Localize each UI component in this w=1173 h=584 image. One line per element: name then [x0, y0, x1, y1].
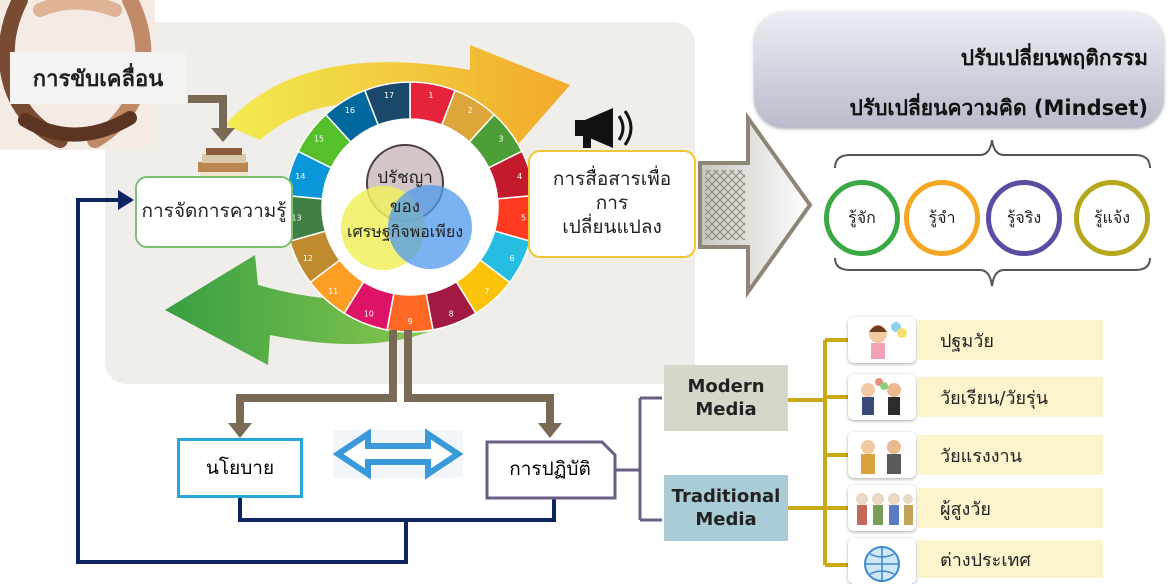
sdg-number-17: 17	[384, 91, 394, 100]
venn-text-top: ปรัชญา	[377, 168, 433, 188]
target-group-1: ปฐมวัย	[918, 320, 1103, 360]
banner-line-behavior: ปรับเปลี่ยนพฤติกรรม	[960, 46, 1148, 70]
policy-box: นโยบาย	[177, 438, 303, 498]
big-right-arrow	[698, 111, 813, 299]
navy-outer-loop	[76, 198, 408, 564]
traditional-media-box: Traditional Media	[664, 475, 788, 541]
target-bracket	[788, 338, 848, 567]
modern-media-box: Modern Media	[664, 365, 788, 431]
target-group-4: ผู้สูงวัย	[918, 488, 1103, 528]
practice-connector	[404, 330, 554, 425]
policy-connector	[236, 330, 397, 425]
drive-arrow	[188, 95, 227, 130]
working-age-icon	[848, 432, 916, 478]
stage-circle-1: รู้จัก	[824, 180, 900, 256]
drive-label: การขับเคลื่อน	[10, 52, 186, 104]
sdg-number-15: 15	[314, 134, 324, 143]
sdg-number-4: 4	[517, 172, 522, 181]
sdg-number-11: 11	[328, 287, 338, 296]
stage-circle-4: รู้แจ้ง	[1074, 180, 1150, 256]
double-arrow-icon	[332, 428, 464, 480]
stage-circle-3: รู้จริง	[986, 180, 1062, 256]
books-icon	[198, 148, 248, 178]
modern-media-text: Modern Media	[687, 375, 765, 420]
yellow-swirl-arrow	[225, 45, 570, 165]
sdg-number-9: 9	[407, 317, 412, 326]
venn-circle-right	[388, 185, 472, 269]
sdg-segment-9	[386, 292, 434, 333]
mindset-banner: ปรับเปลี่ยนพฤติกรรม ปรับเปลี่ยนความคิด (…	[754, 12, 1164, 128]
venn-text-bottom: เศรษฐกิจพอเพียง	[346, 222, 463, 241]
globe-icon	[848, 538, 916, 584]
sdg-number-7: 7	[484, 287, 489, 296]
megaphone-icon	[575, 108, 633, 148]
navy-inner-loop	[238, 492, 556, 522]
sdg-number-8: 8	[449, 309, 454, 318]
sdg-number-3: 3	[498, 134, 503, 143]
sdg-number-6: 6	[510, 254, 515, 263]
sdg-number-14: 14	[295, 172, 305, 181]
elderly-icon	[848, 485, 916, 531]
target-group-5: ต่างประเทศ	[918, 540, 1103, 578]
traditional-media-text: Traditional Media	[671, 485, 781, 530]
sdg-number-12: 12	[303, 254, 313, 263]
bottom-brace	[834, 257, 1151, 287]
target-group-3: วัยแรงงาน	[918, 435, 1103, 475]
sdg-number-10: 10	[364, 309, 374, 318]
sdg-number-5: 5	[521, 214, 526, 223]
stage-circle-2: รู้จำ	[904, 180, 980, 256]
practice-box-shape	[485, 440, 617, 500]
sdg-number-2: 2	[467, 106, 472, 115]
venn-text-mid: ของ	[389, 197, 421, 217]
sdg-number-13: 13	[291, 214, 301, 223]
sdg-number-1: 1	[428, 91, 433, 100]
communication-box: การสื่อสารเพื่อการเปลี่ยนแปลง	[528, 150, 696, 258]
youth-icon	[848, 374, 916, 420]
top-brace	[834, 139, 1151, 169]
media-bracket	[615, 396, 662, 522]
knowledge-management-box: การจัดการความรู้	[135, 176, 293, 248]
early-childhood-icon	[848, 317, 916, 363]
sdg-number-16: 16	[345, 106, 355, 115]
practice-box-label: การปฏิบัติ	[509, 458, 591, 480]
communication-text: การสื่อสารเพื่อการเปลี่ยนแปลง	[552, 168, 672, 238]
banner-line-mindset: ปรับเปลี่ยนความคิด (Mindset)	[849, 96, 1148, 120]
green-swirl-arrow	[165, 255, 510, 365]
target-group-2: วัยเรียน/วัยรุ่น	[918, 377, 1103, 417]
